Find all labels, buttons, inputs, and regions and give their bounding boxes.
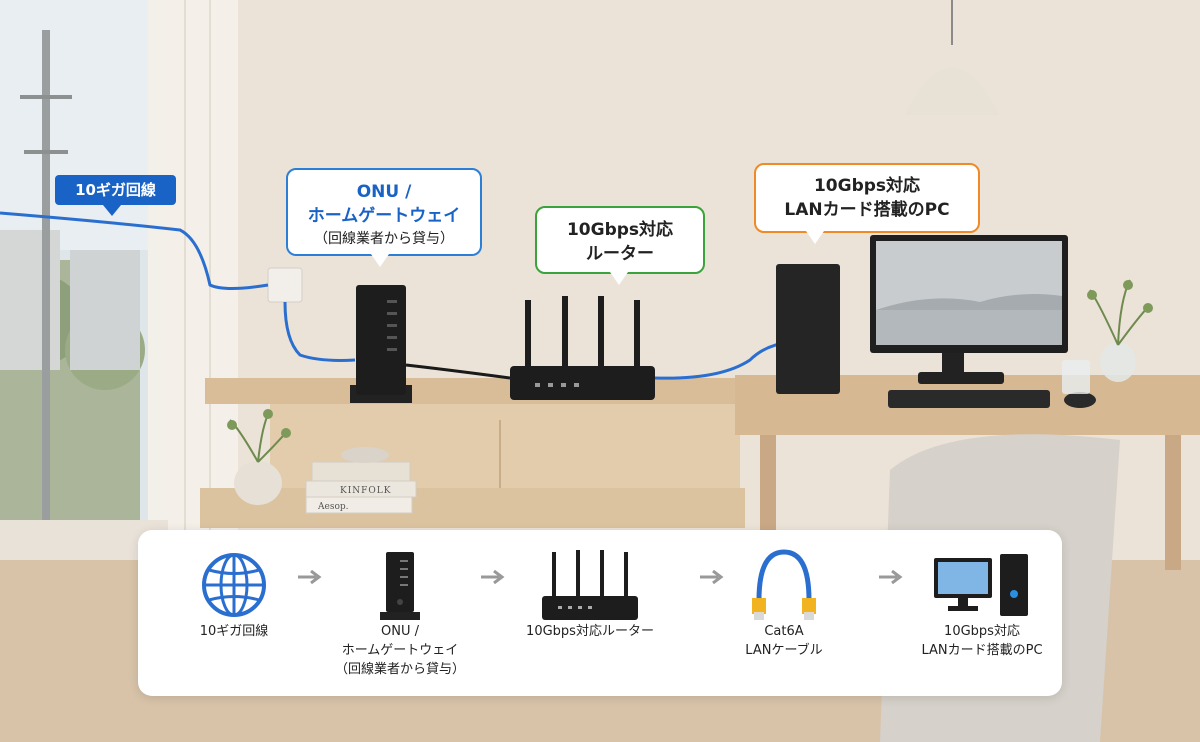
- flow-step-onu-line2: ホームゲートウェイ: [341, 643, 459, 658]
- arrow-right-icon: [298, 570, 322, 584]
- flow-panel: 10ギガ回線 ONU / ホームゲートウェイ （回線業者から貸与）: [138, 530, 1062, 696]
- pc-tower: [776, 264, 840, 394]
- router-device: [510, 296, 655, 400]
- flow-step-line-label: 10ギガ回線: [199, 624, 269, 639]
- callout-line: 10ギガ回線: [55, 175, 176, 216]
- lan-cable-icon: [752, 549, 816, 620]
- window: [0, 0, 200, 560]
- flow-step-cable-line2: LANケーブル: [745, 643, 823, 658]
- monitor: [870, 235, 1068, 384]
- globe-icon: [202, 553, 266, 617]
- flow-step-router: 10Gbps対応ルーター: [500, 530, 680, 641]
- callout-router-line1: 10Gbps対応: [566, 220, 674, 240]
- plant-left: [227, 409, 291, 505]
- flow-step-onu: ONU / ホームゲートウェイ （回線業者から貸与）: [310, 530, 490, 679]
- lan-cable-1: [283, 301, 356, 362]
- flow-step-pc: 10Gbps対応 LANカード搭載のPC: [892, 530, 1072, 660]
- mouse: [1064, 392, 1096, 408]
- callout-line-label: 10ギガ回線: [75, 181, 156, 199]
- wall-jack: [267, 267, 303, 303]
- callout-pc-line1: 10Gbps対応: [813, 176, 921, 196]
- flow-step-onu-line1: ONU /: [381, 624, 419, 639]
- lan-cable-3: [654, 340, 791, 380]
- onu-icon: [380, 552, 420, 620]
- flow-step-cable-line1: Cat6A: [764, 624, 804, 639]
- keyboard: [888, 390, 1050, 408]
- plant-right: [1087, 279, 1153, 382]
- onu-device: [350, 285, 412, 403]
- callout-onu-title: ONU /: [356, 182, 412, 202]
- pc-icon: [934, 554, 1028, 616]
- arrow-right-icon: [879, 570, 903, 584]
- glass: [1062, 360, 1090, 394]
- book-label-kinfolk: KINFOLK: [340, 486, 391, 496]
- flow-step-cable: Cat6A LANケーブル: [694, 530, 874, 660]
- callout-router-line2: ルーター: [586, 244, 654, 264]
- callout-pc: 10Gbps対応 LANカード搭載のPC: [754, 163, 980, 244]
- callout-onu-note: （回線業者から貸与）: [314, 231, 454, 247]
- flow-step-line: 10ギガ回線: [144, 530, 324, 641]
- books: [305, 447, 417, 514]
- flow-step-pc-line2: LANカード搭載のPC: [921, 643, 1043, 658]
- low-cabinet: [200, 378, 750, 528]
- flow-step-router-label: 10Gbps対応ルーター: [526, 624, 654, 639]
- router-icon: [542, 550, 638, 620]
- callout-onu: ONU / ホームゲートウェイ （回線業者から貸与）: [286, 168, 482, 267]
- arrow-right-icon: [481, 570, 505, 584]
- book-label-aesop: Aesop.: [317, 502, 349, 512]
- flow-step-pc-line1: 10Gbps対応: [944, 624, 1020, 639]
- flow-step-onu-line3: （回線業者から貸与）: [334, 662, 465, 677]
- callout-router: 10Gbps対応 ルーター: [535, 206, 705, 285]
- pendant-lamp: [905, 0, 999, 115]
- arrow-right-icon: [700, 570, 724, 584]
- curtain: [168, 0, 238, 540]
- fiber-cable: [0, 211, 269, 290]
- callout-onu-subtitle: ホームゲートウェイ: [307, 206, 461, 226]
- lan-cable-2: [405, 363, 511, 380]
- callout-pc-line2: LANカード搭載のPC: [784, 200, 950, 220]
